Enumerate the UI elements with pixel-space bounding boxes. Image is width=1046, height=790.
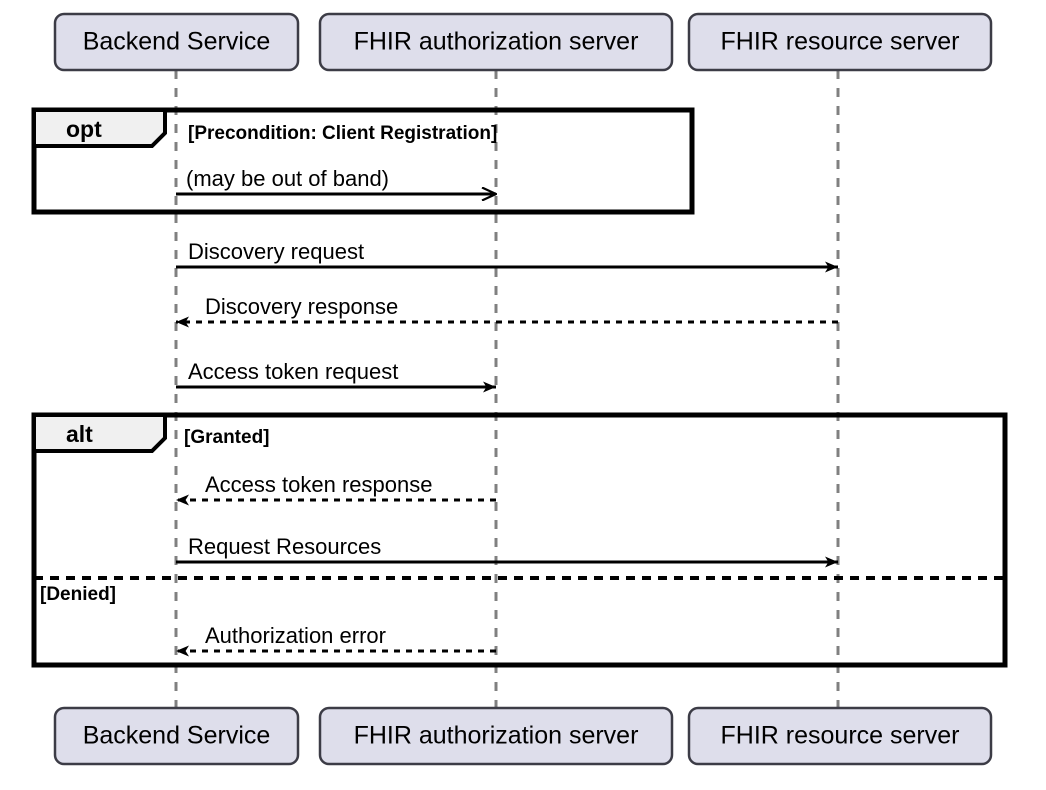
message-label: (may be out of band) bbox=[186, 166, 389, 191]
participant-authz-bottom[interactable]: FHIR authorization server bbox=[318, 706, 674, 766]
participant-box[interactable] bbox=[318, 706, 674, 766]
participant-label: Backend Service bbox=[83, 28, 271, 56]
message-msg-out-of-band: (may be out of band) bbox=[176, 166, 496, 194]
participant-label: FHIR authorization server bbox=[354, 722, 639, 750]
message-msg-access-token-response: Access token response bbox=[176, 472, 496, 506]
fragment-opt-client-registration: opt [Precondition: Client Registration] bbox=[31, 107, 695, 215]
participant-box[interactable] bbox=[687, 12, 993, 72]
participant-label: FHIR resource server bbox=[721, 722, 960, 750]
message-label: Request Resources bbox=[188, 534, 381, 559]
participant-box[interactable] bbox=[687, 706, 993, 766]
message-label: Authorization error bbox=[205, 623, 386, 648]
participant-label: Backend Service bbox=[83, 722, 271, 750]
message-label: Access token request bbox=[188, 359, 398, 384]
fragment-tab bbox=[32, 413, 167, 453]
message-msg-request-resources: Request Resources bbox=[176, 534, 838, 568]
fragment-alt-authorization-outcome: alt [Granted] [Denied] bbox=[31, 412, 1008, 668]
fragment-operator-label: opt bbox=[66, 116, 102, 142]
participant-authz-top[interactable]: FHIR authorization server bbox=[318, 12, 674, 72]
message-msg-access-token-request: Access token request bbox=[176, 359, 496, 393]
participant-backend-bottom[interactable]: Backend Service bbox=[53, 706, 300, 766]
participant-resource-top[interactable]: FHIR resource server bbox=[687, 12, 993, 72]
message-msg-discovery-request: Discovery request bbox=[176, 239, 838, 273]
fragment-tab bbox=[32, 108, 167, 148]
participant-backend-top[interactable]: Backend Service bbox=[53, 12, 300, 72]
message-label: Access token response bbox=[205, 472, 432, 497]
fragment-guard-label: [Precondition: Client Registration] bbox=[188, 123, 497, 144]
message-label: Discovery response bbox=[205, 294, 398, 319]
fragment-section-guard-label-0: [Denied] bbox=[40, 584, 116, 605]
participant-label: FHIR authorization server bbox=[354, 28, 639, 56]
message-msg-discovery-response: Discovery response bbox=[176, 294, 838, 328]
fragment-operator-label: alt bbox=[66, 421, 93, 447]
participant-box[interactable] bbox=[53, 12, 300, 72]
participant-resource-bottom[interactable]: FHIR resource server bbox=[687, 706, 993, 766]
participant-box[interactable] bbox=[318, 12, 674, 72]
fragment-guard-label: [Granted] bbox=[184, 427, 270, 448]
fragment-border bbox=[31, 412, 1008, 668]
message-label: Discovery request bbox=[188, 239, 364, 264]
message-msg-authorization-error: Authorization error bbox=[176, 623, 496, 657]
messages-group: (may be out of band) Discovery requestDis… bbox=[176, 166, 838, 657]
fragments-group: opt [Precondition: Client Registration] al… bbox=[31, 107, 1008, 668]
participant-box[interactable] bbox=[53, 706, 300, 766]
fragment-border bbox=[31, 107, 695, 215]
participant-label: FHIR resource server bbox=[721, 28, 960, 56]
